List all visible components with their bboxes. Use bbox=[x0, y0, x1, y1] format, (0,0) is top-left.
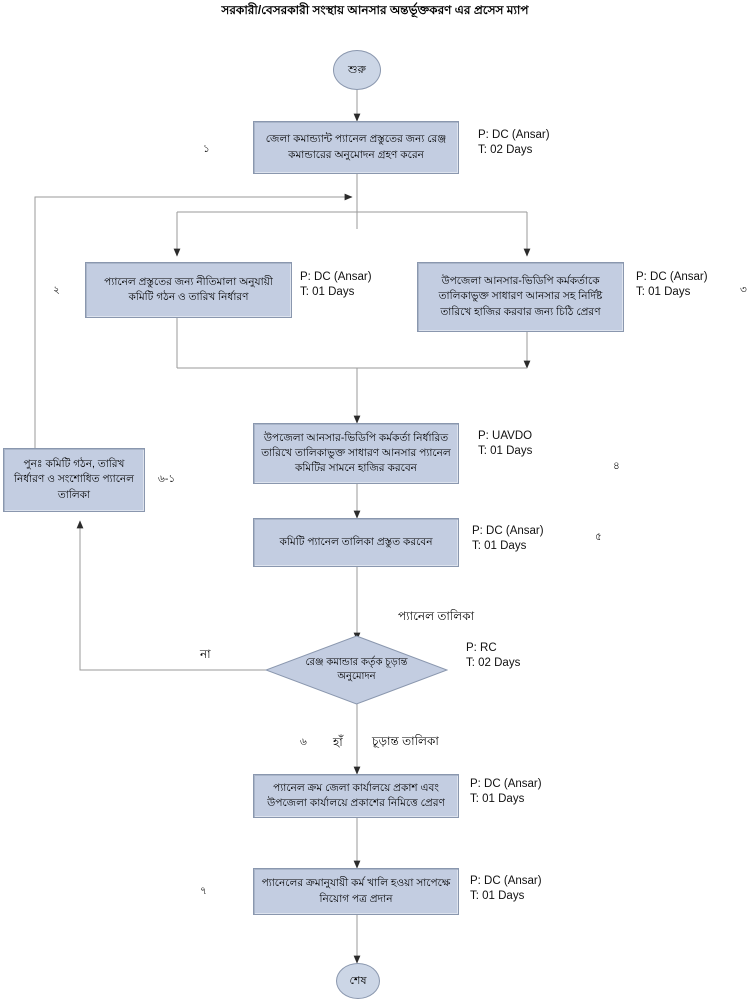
end-label: শেষ bbox=[349, 974, 367, 987]
step5-meta: P: DC (Ansar) T: 01 Days bbox=[472, 525, 544, 552]
process-box-step2: প্যানেল প্রস্তুতের জন্য নীতিমালা অনুযায়… bbox=[85, 262, 292, 318]
page-title: সরকারী/বেসরকারী সংস্থায় আনসার অন্তর্ভূক… bbox=[221, 3, 529, 17]
decision-yes-label: হাঁ bbox=[333, 735, 343, 749]
process-box-step3: উপজেলা আনসার-ভিডিপি কর্মকর্তাকে তালিকাভু… bbox=[417, 262, 624, 332]
step2-tag: ২ bbox=[53, 284, 60, 296]
step7-tag: ৭ bbox=[200, 885, 207, 897]
step1-label: জেলা কমান্ড্যান্ট প্যানেল প্রস্তুতের জন্… bbox=[265, 133, 447, 161]
step1-meta: P: DC (Ansar) T: 02 Days bbox=[478, 129, 550, 156]
step4-label: উপজেলা আনসার-ভিডিপি কর্মকর্তা নির্ধারিত … bbox=[261, 431, 451, 475]
end-terminator: শেষ bbox=[336, 963, 380, 999]
step3-meta: P: DC (Ansar) T: 01 Days bbox=[636, 271, 708, 298]
process-box-step4: উপজেলা আনসার-ভিডিপি কর্মকর্তা নির্ধারিত … bbox=[253, 423, 459, 484]
decision-meta: P: RC T: 02 Days bbox=[466, 642, 521, 669]
step3-label: উপজেলা আনসার-ভিডিপি কর্মকর্তাকে তালিকাভু… bbox=[438, 275, 603, 318]
start-terminator: শুরু bbox=[333, 50, 381, 90]
process-box-rework: পুনঃ কমিটি গঠন, তারিখ নির্ধারণ ও সংশোধিত… bbox=[3, 448, 145, 512]
decision-label: রেঞ্জ কমান্ডার কর্তৃক চূড়ান্ত অনুমোদন bbox=[305, 657, 408, 682]
process-box-step7: প্যানেলের ক্রমানুযায়ী কর্ম খালি হওয়া স… bbox=[253, 868, 459, 915]
decision-node: রেঞ্জ কমান্ডার কর্তৃক চূড়ান্ত অনুমোদন bbox=[265, 635, 448, 705]
rework-tag: ৬-১ bbox=[158, 473, 176, 485]
start-label: শুরু bbox=[348, 63, 366, 76]
step4-meta: P: UAVDO T: 01 Days bbox=[478, 430, 533, 457]
step7-label: প্যানেলের ক্রমানুযায়ী কর্ম খালি হওয়া স… bbox=[261, 877, 451, 905]
step4-tag: ৪ bbox=[613, 460, 620, 472]
step5-label: কমিটি প্যানেল তালিকা প্রস্তুত করবেন bbox=[279, 535, 433, 548]
diamond-shape bbox=[265, 635, 448, 705]
step2-label: প্যানেল প্রস্তুতের জন্য নীতিমালা অনুযায়… bbox=[104, 275, 273, 303]
process-box-step1: জেলা কমান্ড্যান্ট প্যানেল প্রস্তুতের জন্… bbox=[253, 121, 459, 174]
step3-tag: ৩ bbox=[740, 284, 747, 296]
step5-tag: ৫ bbox=[595, 531, 602, 543]
step6-label: প্যানেল ক্রম জেলা কার্যালয়ে প্রকাশ এবং … bbox=[267, 781, 445, 809]
step7-meta: P: DC (Ansar) T: 01 Days bbox=[470, 875, 542, 902]
decision-input-label: প্যানেল তালিকা bbox=[398, 609, 475, 623]
process-box-step5: কমিটি প্যানেল তালিকা প্রস্তুত করবেন bbox=[253, 518, 459, 567]
step6-meta: P: DC (Ansar) T: 01 Days bbox=[470, 778, 542, 805]
step2-meta: P: DC (Ansar) T: 01 Days bbox=[300, 271, 372, 298]
rework-label: পুনঃ কমিটি গঠন, তারিখ নির্ধারণ ও সংশোধিত… bbox=[13, 458, 135, 501]
decision-tag: ৬ bbox=[300, 736, 307, 748]
step1-tag: ১ bbox=[203, 143, 210, 155]
decision-no-label: না bbox=[200, 647, 211, 661]
decision-yes-output-label: চূড়ান্ত তালিকা bbox=[372, 734, 439, 748]
process-box-step6: প্যানেল ক্রম জেলা কার্যালয়ে প্রকাশ এবং … bbox=[253, 774, 459, 818]
